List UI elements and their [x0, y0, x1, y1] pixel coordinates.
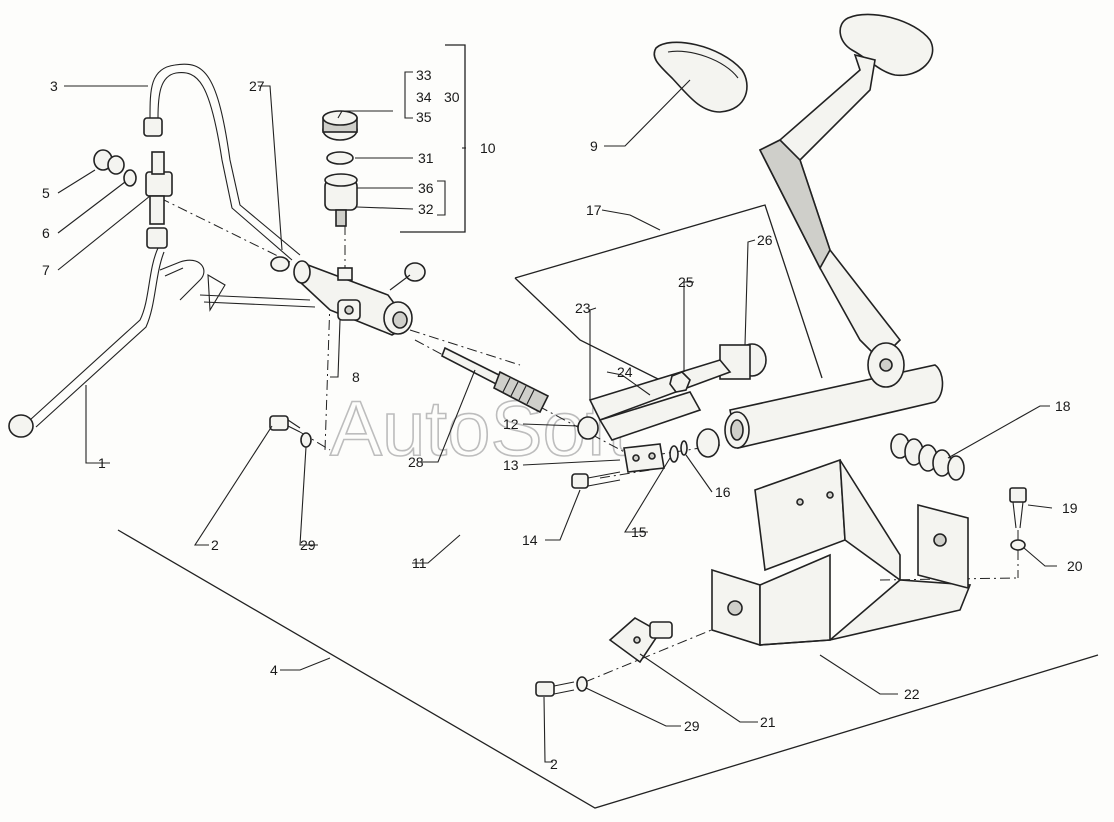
- callout-2-upper: 2: [211, 537, 219, 553]
- callout-25: 25: [678, 274, 694, 290]
- callout-36: 36: [418, 180, 434, 196]
- callout-8: 8: [352, 369, 360, 385]
- callout-1: 1: [98, 455, 106, 471]
- pedal-pad-9: [653, 41, 748, 113]
- callout-12: 12: [503, 416, 519, 432]
- callout-labels: 1 2 2 3 4 5 6 7 8 9 10 11 12 13 14 15 16…: [42, 67, 1083, 772]
- leader-lines: [57, 79, 1057, 763]
- group-17-frame: [514, 204, 823, 381]
- callout-32: 32: [418, 201, 434, 217]
- pedal-arm: [758, 13, 934, 362]
- callout-28: 28: [408, 454, 424, 470]
- callout-23: 23: [575, 300, 591, 316]
- callout-2-lower: 2: [550, 756, 558, 772]
- callout-4: 4: [270, 662, 278, 678]
- callout-26: 26: [757, 232, 773, 248]
- washer-15: [669, 445, 679, 463]
- callout-31: 31: [418, 150, 434, 166]
- reservoir-body-36: [324, 173, 358, 227]
- group-4-frame: [117, 529, 1099, 809]
- lever-23-24: [588, 359, 732, 441]
- callout-33: 33: [416, 67, 432, 83]
- push-rod-28: [441, 346, 550, 414]
- callout-21: 21: [760, 714, 776, 730]
- callout-20: 20: [1067, 558, 1083, 574]
- washer-20: [1010, 539, 1026, 551]
- nut-25: [669, 371, 691, 393]
- callout-9: 9: [590, 138, 598, 154]
- tee-fitting-7: [143, 117, 173, 249]
- callout-14: 14: [522, 532, 538, 548]
- bolt-19: [1009, 487, 1027, 529]
- pedal-shaft: [724, 342, 944, 449]
- o-ring-27: [270, 256, 290, 272]
- callout-17: 17: [586, 202, 602, 218]
- pin-14: [571, 471, 621, 489]
- spring-pin-16: [680, 440, 688, 456]
- group-36-32-bracket: [437, 180, 446, 216]
- fitting-nut-5: [93, 149, 125, 175]
- mounting-bracket-22: [711, 458, 972, 647]
- callout-13: 13: [503, 457, 519, 473]
- end-nut: [8, 414, 34, 438]
- callout-11: 11: [412, 555, 427, 571]
- return-spring-18: [890, 433, 965, 481]
- callout-29-lower: 29: [684, 718, 700, 734]
- clevis-13: [623, 443, 665, 473]
- group-10-bracket: [400, 44, 466, 233]
- callout-22: 22: [904, 686, 920, 702]
- master-cylinder-8: [293, 260, 426, 336]
- callout-30: 30: [444, 89, 460, 105]
- callout-35: 35: [416, 109, 432, 125]
- callout-34: 34: [416, 89, 432, 105]
- hose: [149, 63, 301, 261]
- callout-19: 19: [1062, 500, 1078, 516]
- callout-6: 6: [42, 225, 50, 241]
- reservoir-cap-30: [322, 110, 358, 141]
- group-30-bracket: [404, 71, 413, 119]
- washer-29-lower: [576, 676, 588, 692]
- bushing-12: [577, 416, 599, 440]
- hydraulic-pipe: [29, 247, 316, 428]
- washer-29-upper: [300, 432, 312, 448]
- callout-15: 15: [631, 524, 647, 540]
- seal-ring-31: [326, 151, 354, 165]
- bushing-set: [696, 428, 720, 458]
- callout-24: 24: [617, 364, 633, 380]
- callout-5: 5: [42, 185, 50, 201]
- callout-18: 18: [1055, 398, 1071, 414]
- callout-3: 3: [50, 78, 58, 94]
- callout-16: 16: [715, 484, 731, 500]
- bearing-flange-21: [608, 617, 673, 664]
- bolt-2-upper: [269, 415, 301, 433]
- bolt-2-lower: [535, 681, 575, 697]
- bushing-26: [719, 343, 767, 380]
- washer-6: [123, 169, 137, 187]
- callout-10: 10: [480, 140, 496, 156]
- callout-7: 7: [42, 262, 50, 278]
- callout-27: 27: [249, 78, 265, 94]
- callout-29-upper: 29: [300, 537, 316, 553]
